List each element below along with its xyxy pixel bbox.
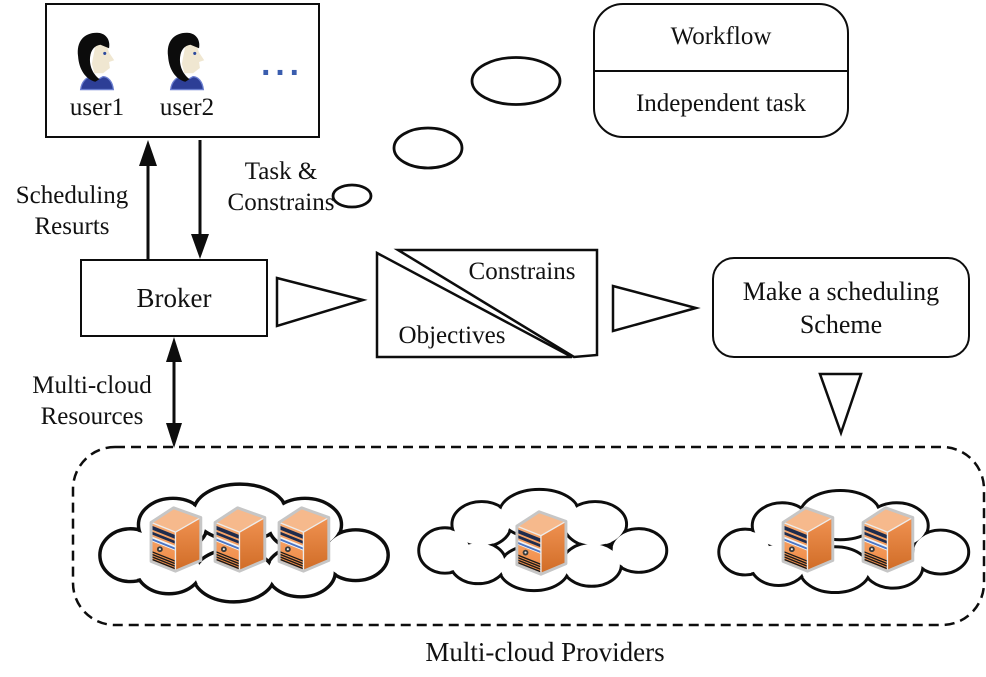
task-types-box: Workflow Independent task (593, 3, 849, 138)
label-scheduling-line2: Resurts (34, 213, 110, 240)
arrow-multicloud-resources-double (166, 337, 182, 448)
user-icon (71, 31, 123, 93)
server-icon (861, 506, 915, 573)
user2-label: user2 (159, 94, 215, 121)
more-users-ellipsis: ... (260, 51, 304, 82)
users-box: user1 user2 ... (45, 3, 320, 138)
label-multicloud-providers: Multi-cloud Providers (425, 637, 665, 667)
scheme-line2: Scheme (799, 309, 883, 339)
label-scheduling-line1: Scheduling (15, 182, 129, 209)
user-2: user2 (139, 31, 235, 122)
flow-triangle-broker-to-funnel (275, 276, 368, 328)
label-task-line2: Constrains (227, 189, 335, 216)
user1-label: user1 (69, 94, 125, 121)
server-icon (277, 506, 331, 573)
constraints-objectives-funnel (375, 248, 599, 359)
flow-triangle-scheme-to-providers (818, 372, 863, 437)
task-type-independent: Independent task (635, 89, 807, 117)
label-task-constraints: Task & Constrains (228, 156, 335, 218)
label-multicloud-resources: Multi-cloud Resources (32, 370, 151, 432)
scheme-line1: Make a scheduling (742, 276, 940, 306)
thought-bubble-icons (331, 56, 562, 209)
funnel-objectives-label: Objectives (398, 322, 506, 349)
server-icon (781, 506, 835, 573)
funnel-constraints-label: Constrains (468, 258, 576, 285)
arrow-task-constraints-down (191, 140, 209, 259)
providers-dashed-region (71, 445, 986, 627)
arrow-scheduling-results-up (139, 140, 157, 259)
server-icon (149, 506, 203, 573)
user-1: user1 (49, 31, 145, 122)
label-scheduling-results: Scheduling Resurts (16, 180, 129, 242)
label-task-line1: Task & (244, 158, 318, 185)
flow-triangle-funnel-to-scheme (611, 284, 701, 333)
broker-box: Broker (80, 259, 268, 337)
server-icon (213, 506, 267, 573)
task-type-workflow: Workflow (595, 5, 847, 72)
server-icon (515, 510, 568, 576)
label-resources-line1: Multi-cloud (32, 372, 152, 399)
cloud-icon-3 (717, 488, 971, 595)
scheduling-scheme-box: Make a scheduling Scheme (712, 257, 970, 358)
label-resources-line2: Resources (40, 403, 144, 430)
user-icon (161, 31, 213, 93)
